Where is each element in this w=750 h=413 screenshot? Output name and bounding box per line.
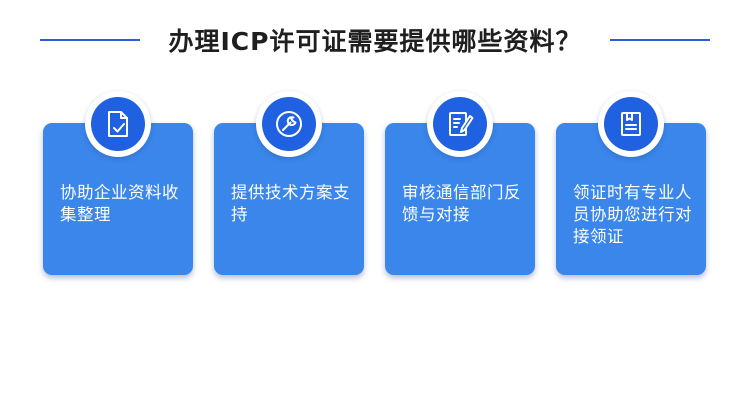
card-text: 协助企业资料收集整理 xyxy=(60,183,179,224)
document-check-icon xyxy=(85,91,151,157)
book-icon xyxy=(598,91,664,157)
wrench-icon xyxy=(256,91,322,157)
card-text: 提供技术方案支持 xyxy=(231,183,350,224)
page-header: 办理ICP许可证需要提供哪些资料？ xyxy=(0,18,750,62)
header-divider-left xyxy=(40,39,140,41)
header-divider-right xyxy=(610,39,710,41)
page-title: 办理ICP许可证需要提供哪些资料？ xyxy=(168,27,582,56)
document-edit-icon xyxy=(427,91,493,157)
card-text: 审核通信部门反馈与对接 xyxy=(402,183,521,224)
card-text: 领证时有专业人员协助您进行对接领证 xyxy=(573,183,692,246)
service-card-tech-support: 提供技术方案支持 xyxy=(214,123,364,275)
